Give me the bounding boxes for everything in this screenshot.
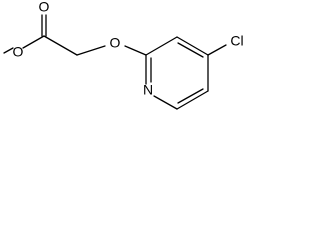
atom-chlorine: Cl (230, 33, 243, 49)
atom-methoxy-o: O (13, 44, 24, 60)
ring-bond-c5-c6-inner (177, 88, 204, 104)
atom-ether-o: O (110, 35, 121, 51)
bond-carbonyl-ch2 (43, 35, 78, 56)
chemical-structure: O O O N Cl (3, 0, 244, 110)
bond-c4-cl (207, 44, 227, 56)
bond-o-carbonyl-c (22, 35, 45, 49)
atom-carbonyl-o: O (39, 0, 50, 15)
ring-bond-c3-c4-inner (177, 42, 204, 58)
ring-bond-c2-c3 (145, 36, 178, 56)
ring-bond-c6-n (153, 95, 178, 110)
atom-ring-n: N (143, 82, 153, 98)
bond-methyl-o (3, 47, 14, 54)
ring-bond-c5-c6-outer (176, 90, 209, 110)
bond-ether-o-ring (124, 45, 147, 56)
bond-ch2-ether-o (76, 45, 106, 56)
ring-bond-c3-c4-outer (176, 36, 209, 56)
